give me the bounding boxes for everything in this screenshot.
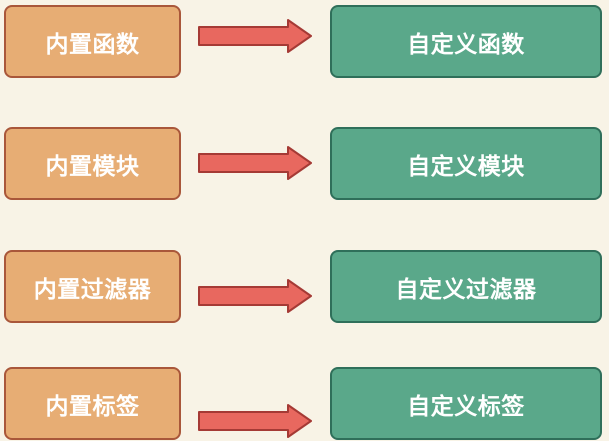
right-arrow-icon (198, 146, 312, 180)
builtin-filters-label: 内置过滤器 (33, 276, 152, 303)
builtin-tags-label: 内置标签 (45, 393, 140, 420)
custom-modules-label: 自定义模块 (407, 153, 525, 180)
custom-filters-label: 自定义过滤器 (395, 276, 537, 303)
builtin-functions-label: 内置函数 (45, 31, 140, 58)
custom-tags-label: 自定义标签 (407, 393, 525, 420)
custom-filters-box: 自定义过滤器 (330, 250, 602, 323)
builtin-functions-box: 内置函数 (4, 5, 181, 78)
builtin-tags-box: 内置标签 (4, 367, 181, 440)
builtin-modules-box: 内置模块 (4, 127, 181, 200)
custom-modules-box: 自定义模块 (330, 127, 602, 200)
right-arrow-icon (198, 19, 312, 53)
custom-functions-label: 自定义函数 (407, 31, 525, 58)
builtin-modules-label: 内置模块 (45, 153, 140, 180)
right-arrow-icon (198, 279, 312, 313)
custom-functions-box: 自定义函数 (330, 5, 602, 78)
right-arrow-icon (198, 404, 312, 438)
builtin-filters-box: 内置过滤器 (4, 250, 181, 323)
custom-tags-box: 自定义标签 (330, 367, 602, 440)
